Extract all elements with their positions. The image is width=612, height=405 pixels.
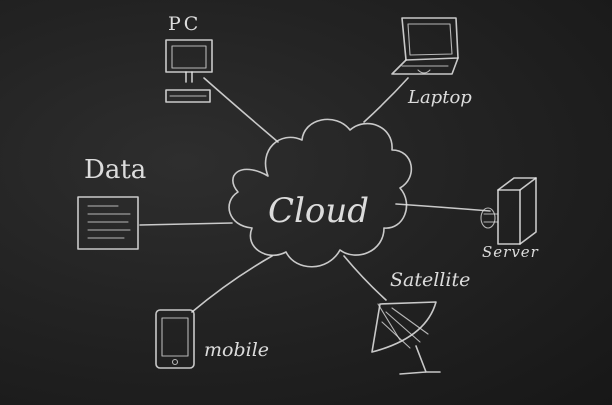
mobile-phone-icon (155, 309, 195, 369)
node-label-mobile: mobile (204, 339, 269, 361)
node-label-satellite: Satellite (390, 269, 470, 291)
node-label-cloud: Cloud (268, 191, 369, 231)
edge-cloud-mobile (191, 255, 273, 313)
edge-cloud-server (395, 203, 491, 212)
connectors (139, 77, 491, 313)
server-node: Server (480, 177, 539, 261)
server-icon (480, 177, 537, 245)
laptop-icon (391, 17, 459, 75)
node-label-data: Data (84, 155, 146, 185)
node-label-laptop: Laptop (407, 87, 472, 108)
data-node: Data (77, 155, 146, 250)
mobile-node: mobile (155, 309, 269, 369)
document-icon (77, 196, 139, 250)
pc-icon (165, 39, 213, 103)
cloud-shape (228, 118, 413, 268)
satellite-dish-icon (371, 301, 441, 375)
edge-cloud-pc (203, 77, 279, 143)
laptop-node: Laptop (391, 17, 472, 108)
node-label-server: Server (482, 243, 539, 261)
edge-cloud-data (139, 222, 233, 226)
node-label-pc: PC (168, 13, 201, 35)
satellite-node: Satellite (371, 269, 470, 375)
pc-node: PC (165, 13, 213, 103)
edge-cloud-laptop (363, 77, 409, 123)
edge-cloud-satellite (343, 255, 387, 301)
